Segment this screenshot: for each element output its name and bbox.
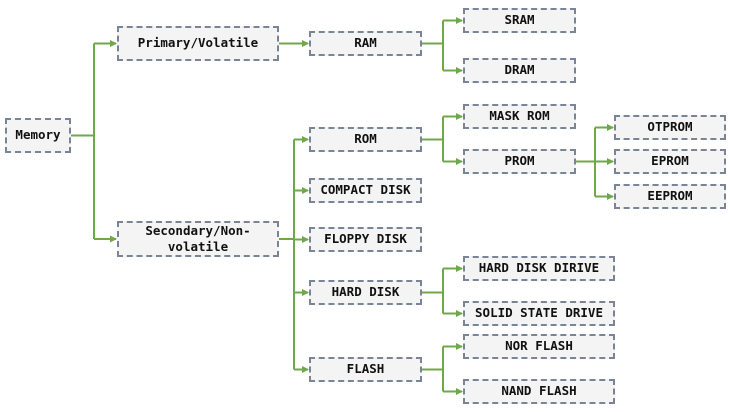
node-nand-flash: NAND FLASH [463,379,615,404]
node-compact-disk: COMPACT DISK [309,178,422,203]
node-eeprom: EEPROM [614,184,726,209]
node-hard-disk-drive: HARD DISK DIRIVE [463,256,615,281]
node-secondary-non-volatile: Secondary/Non-volatile [117,221,279,257]
node-nor-flash: NOR FLASH [463,334,615,359]
node-solid-state-drive: SOLID STATE DRIVE [463,301,615,326]
node-ram: RAM [309,31,422,56]
node-floppy-disk: FLOPPY DISK [309,227,422,252]
node-primary-volatile: Primary/Volatile [117,26,279,61]
node-mask-rom: MASK ROM [463,104,576,129]
node-rom: ROM [309,127,422,152]
node-eprom: EPROM [614,149,726,174]
node-hard-disk: HARD DISK [309,280,422,305]
node-otprom: OTPROM [614,115,726,140]
node-dram: DRAM [463,58,576,83]
node-flash: FLASH [309,357,422,382]
node-prom: PROM [463,149,576,174]
node-sram: SRAM [463,8,576,33]
node-memory: Memory [5,118,71,153]
